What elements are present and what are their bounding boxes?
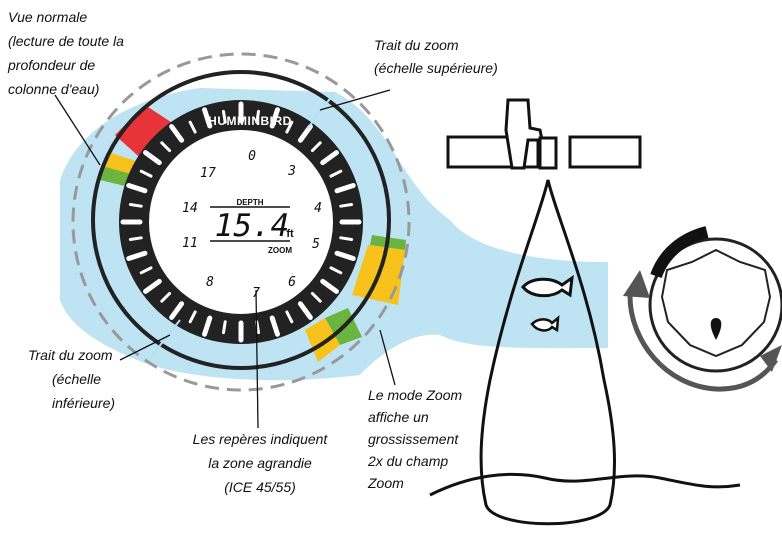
rotation-arrow-bottom <box>627 295 779 392</box>
bezel-tick <box>139 169 153 178</box>
zoom-label: ZOOM <box>268 246 292 255</box>
svg-text:la zone agrandie: la zone agrandie <box>208 455 312 471</box>
bezel-tick <box>329 266 343 275</box>
svg-text:(échelle: (échelle <box>52 371 101 387</box>
svg-text:2x du champ: 2x du champ <box>367 453 448 469</box>
brand-logo: HUMMINBIRD <box>208 114 292 128</box>
bezel-tick <box>255 109 261 124</box>
arrow-head-top-icon <box>623 270 650 298</box>
bezel-tick <box>310 291 322 303</box>
fish-icon-large <box>521 274 574 298</box>
svg-text:Vue normale: Vue normale <box>8 9 87 25</box>
knob-indicator <box>710 318 722 340</box>
bezel-tick <box>285 120 294 134</box>
leader-lines <box>54 89 396 429</box>
bezel-tick <box>160 291 172 303</box>
bezel-tick <box>269 315 280 337</box>
bezel-tick <box>269 107 280 129</box>
svg-text:Trait du zoom: Trait du zoom <box>28 347 113 363</box>
zoom-knob[interactable] <box>648 237 782 373</box>
boat-hull-right <box>568 135 642 169</box>
sonar-cone <box>479 179 616 526</box>
bezel-tick <box>188 120 197 134</box>
gauge-display <box>149 130 333 314</box>
arrow-head-bottom-icon <box>760 345 782 372</box>
svg-text:grossissement: grossissement <box>368 431 459 447</box>
bezel-tick <box>329 169 343 178</box>
dial-number-3: 3 <box>287 164 296 179</box>
caption-zoom-mode: Le mode Zoom affiche un grossissement 2x… <box>367 387 462 491</box>
depth-readout: 15.4 <box>215 208 290 244</box>
dial-number-11: 11 <box>182 236 198 251</box>
svg-text:Trait du zoom: Trait du zoom <box>374 37 459 53</box>
svg-text:(échelle supérieure): (échelle supérieure) <box>374 60 498 76</box>
transducer <box>538 136 558 170</box>
dial-number-0: 0 <box>248 149 256 164</box>
svg-text:Les repères indiquent: Les repères indiquent <box>193 431 329 447</box>
bezel-tick <box>128 202 143 208</box>
svg-text:profondeur de: profondeur de <box>7 57 95 73</box>
bezel-tick <box>202 315 213 337</box>
zoom-line-lower <box>149 319 181 359</box>
dial-ticks <box>120 101 362 343</box>
caption-normal-view: Vue normale (lecture de toute la profond… <box>7 9 124 97</box>
depth-unit: ft <box>286 228 294 240</box>
bezel-tick <box>339 236 354 242</box>
dial-numbers: 0 3 4 5 6 7 8 11 14 17 <box>182 149 322 301</box>
dial-number-14: 14 <box>182 201 198 216</box>
fish-icon-small <box>530 315 560 333</box>
caption-markers: Les repères indiquent la zone agrandie (… <box>193 431 329 495</box>
bezel-tick <box>188 310 197 324</box>
dial-number-5: 5 <box>312 237 320 252</box>
boat-motor <box>504 98 544 170</box>
bezel-tick <box>310 141 322 153</box>
dial-number-4: 4 <box>314 201 322 216</box>
svg-text:colonne d'eau): colonne d'eau) <box>8 81 99 97</box>
bezel-tick <box>169 301 185 320</box>
bezel-tick <box>221 109 227 124</box>
dial-number-17: 17 <box>200 166 216 181</box>
bezel-tick <box>139 266 153 275</box>
rotation-arrow-top <box>650 226 709 279</box>
knob-grip <box>660 248 772 358</box>
outer-dial-ring <box>91 70 391 370</box>
bezel-tick <box>320 150 339 166</box>
bezel-tick <box>334 250 356 261</box>
bezel-tick <box>297 301 313 320</box>
bezel-tick <box>297 124 313 143</box>
normal-view-dashed-circle <box>71 52 411 392</box>
svg-text:Le mode Zoom: Le mode Zoom <box>368 387 462 403</box>
depth-label: DEPTH <box>236 198 263 207</box>
svg-text:affiche un: affiche un <box>368 409 429 425</box>
svg-text:(ICE 45/55): (ICE 45/55) <box>224 479 296 495</box>
bezel-tick <box>221 320 227 335</box>
bezel-tick <box>160 141 172 153</box>
caption-zoom-lower: Trait du zoom (échelle inférieure) <box>28 347 115 411</box>
bezel-tick <box>126 250 148 261</box>
bezel-tick <box>143 278 162 294</box>
bezel-tick <box>128 236 143 242</box>
bottom-line <box>429 472 741 497</box>
bezel-tick <box>126 183 148 194</box>
bezel-tick <box>339 202 354 208</box>
bezel-tick <box>285 310 294 324</box>
svg-text:inférieure): inférieure) <box>52 395 115 411</box>
dial-number-6: 6 <box>288 275 296 290</box>
svg-text:Zoom: Zoom <box>367 475 404 491</box>
bezel-tick <box>334 183 356 194</box>
dial-number-8: 8 <box>206 275 214 290</box>
svg-text:(lecture de toute la: (lecture de toute la <box>8 33 124 49</box>
boat-illustration <box>446 98 642 170</box>
bezel-tick <box>169 124 185 143</box>
bezel-tick <box>202 107 213 129</box>
caption-zoom-upper: Trait du zoom (échelle supérieure) <box>374 37 498 76</box>
bezel-tick <box>320 278 339 294</box>
bezel-tick <box>143 150 162 166</box>
